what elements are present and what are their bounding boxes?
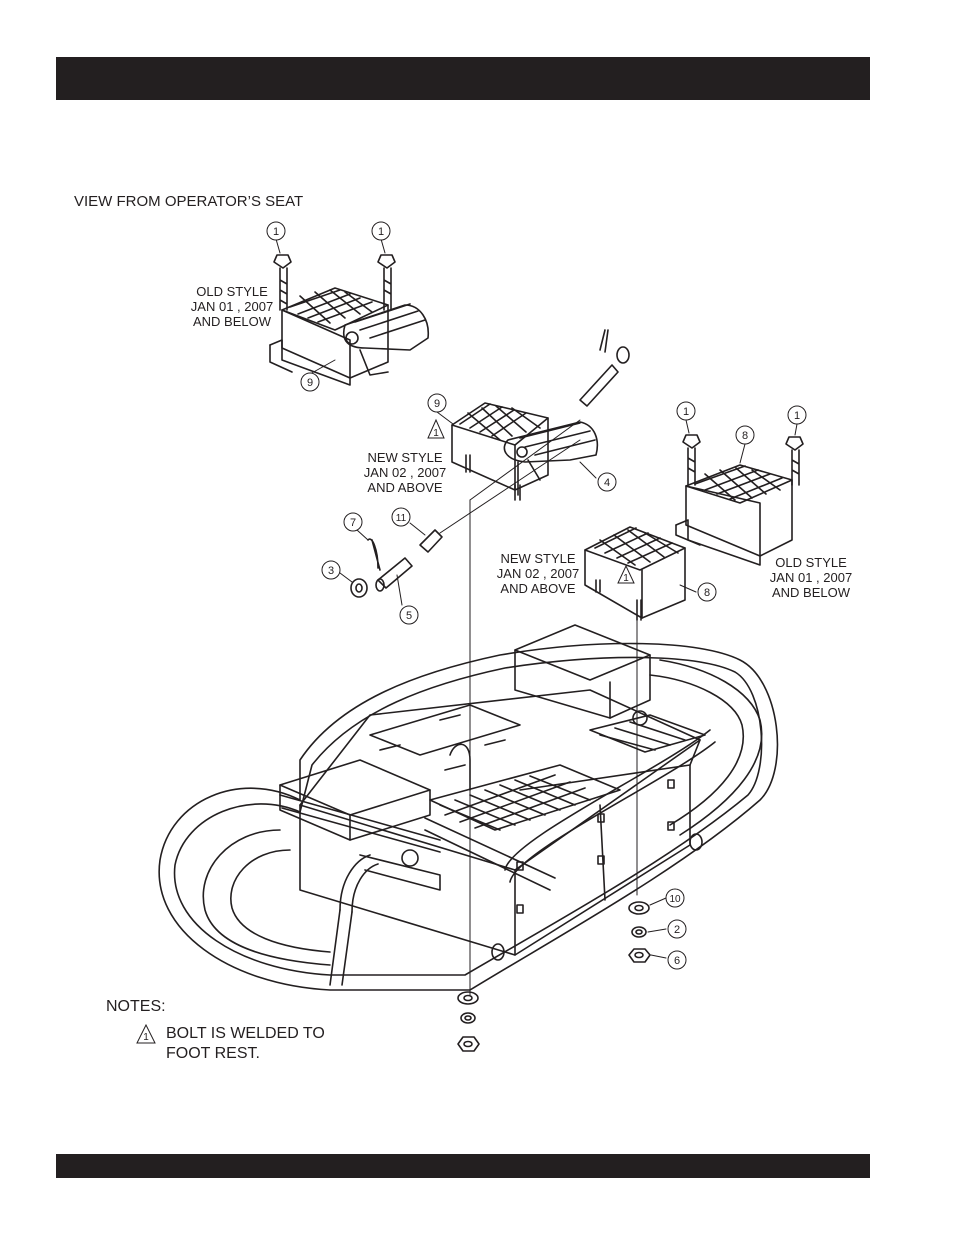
svg-text:NEW STYLE: NEW STYLE [367, 450, 442, 465]
callout-7: 7 [344, 513, 362, 531]
svg-text:JAN 02 , 2007: JAN 02 , 2007 [364, 465, 446, 480]
svg-text:OLD STYLE: OLD STYLE [196, 284, 268, 299]
svg-text:OLD STYLE: OLD STYLE [775, 555, 847, 570]
notes-heading: NOTES: [106, 998, 166, 1016]
svg-text:4: 4 [604, 477, 610, 489]
old-style-foot-rest-left [270, 255, 428, 385]
svg-text:3: 3 [328, 565, 334, 577]
callout-4: 4 [598, 473, 616, 491]
callout-10: 10 [666, 889, 684, 907]
callout-5: 5 [400, 606, 418, 624]
svg-text:1: 1 [623, 573, 629, 584]
old-style-foot-rest-right [676, 435, 803, 565]
svg-text:9: 9 [307, 377, 313, 389]
svg-text:7: 7 [350, 517, 356, 529]
svg-text:AND ABOVE: AND ABOVE [367, 480, 442, 495]
svg-text:2: 2 [674, 924, 680, 936]
callout-11: 11 [392, 508, 410, 526]
svg-text:5: 5 [406, 610, 412, 622]
svg-text:JAN 01 , 2007: JAN 01 , 2007 [191, 299, 273, 314]
callout-8b: 8 [698, 583, 716, 601]
svg-text:AND BELOW: AND BELOW [772, 585, 851, 600]
svg-text:1: 1 [683, 406, 689, 418]
callout-6: 6 [668, 951, 686, 969]
svg-text:8: 8 [704, 587, 710, 599]
callout-1b: 1 [372, 222, 390, 240]
new-style-foot-rest-right [585, 527, 685, 620]
svg-text:NEW STYLE: NEW STYLE [500, 551, 575, 566]
label-new-style-right: NEW STYLE JAN 02 , 2007 AND ABOVE [497, 551, 579, 596]
callout-1a: 1 [267, 222, 285, 240]
label-old-style-left: OLD STYLE JAN 01 , 2007 AND BELOW [191, 284, 273, 329]
notes-warning-triangle-icon: 1 [137, 1025, 155, 1043]
label-new-style-mid: NEW STYLE JAN 02 , 2007 AND ABOVE [364, 450, 446, 495]
callout-1d: 1 [788, 406, 806, 424]
svg-text:8: 8 [742, 430, 748, 442]
svg-text:11: 11 [396, 513, 407, 524]
svg-text:JAN 02 , 2007: JAN 02 , 2007 [497, 566, 579, 581]
svg-text:1: 1 [433, 428, 439, 439]
svg-text:AND BELOW: AND BELOW [193, 314, 272, 329]
warning-triangle-icon-mid: 1 [428, 420, 444, 439]
label-old-style-right: OLD STYLE JAN 01 , 2007 AND BELOW [770, 555, 852, 600]
svg-text:1: 1 [378, 226, 384, 238]
warning-triangle-icon-right: 1 [618, 566, 634, 584]
callout-9a: 9 [301, 373, 319, 391]
notes-text: BOLT IS WELDED TO FOOT REST. [166, 1024, 346, 1064]
svg-text:1: 1 [273, 226, 279, 238]
callout-3: 3 [322, 561, 340, 579]
svg-text:10: 10 [669, 894, 681, 905]
footer-bar [56, 1154, 870, 1178]
svg-text:JAN 01 , 2007: JAN 01 , 2007 [770, 570, 852, 585]
svg-text:1: 1 [794, 410, 800, 422]
callout-2: 2 [668, 920, 686, 938]
svg-text:6: 6 [674, 955, 680, 967]
callout-1c: 1 [677, 402, 695, 420]
svg-text:9: 9 [434, 398, 440, 410]
svg-text:AND ABOVE: AND ABOVE [500, 581, 575, 596]
svg-text:1: 1 [143, 1032, 149, 1043]
callout-9b: 9 [428, 394, 446, 412]
callout-8a: 8 [736, 426, 754, 444]
